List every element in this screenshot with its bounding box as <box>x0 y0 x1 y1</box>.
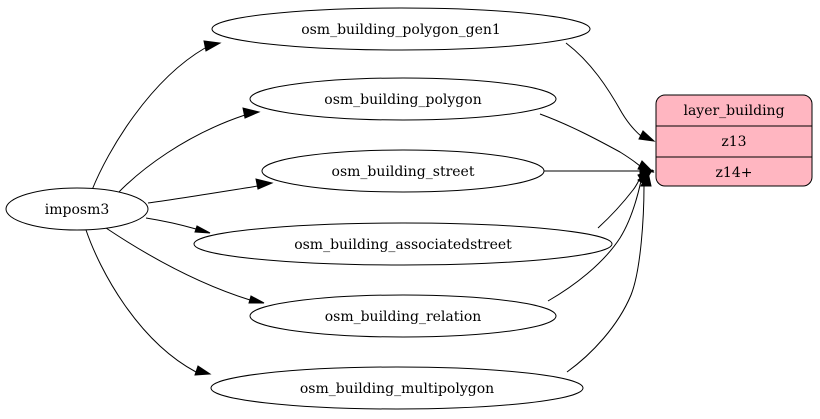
node-label-osm-building-polygon: osm_building_polygon <box>324 92 481 108</box>
record-row-layer-building: layer_building <box>683 103 784 119</box>
edge-osm-building-multipolygon-to-z14plus <box>566 170 652 373</box>
node-label-osm-building-relation: osm_building_relation <box>325 309 482 325</box>
node-label-osm-building-polygon-gen1: osm_building_polygon_gen1 <box>301 22 501 38</box>
node-layer-building-record[interactable]: layer_building z13 z14+ <box>655 94 813 187</box>
edge-imposm3-to-osm-building-relation <box>105 227 265 304</box>
node-osm-building-street[interactable]: osm_building_street <box>261 149 545 193</box>
record-row-z14plus: z14+ <box>716 165 753 181</box>
node-osm-building-polygon-gen1[interactable]: osm_building_polygon_gen1 <box>211 7 591 51</box>
node-group-tables: osm_building_polygon_gen1 osm_building_p… <box>193 7 613 410</box>
edge-group-source-to-tables <box>85 40 274 376</box>
edge-osm-building-polygon-gen1-to-z13 <box>565 42 656 142</box>
edge-imposm3-to-osm-building-polygon-gen1 <box>91 40 222 191</box>
node-osm-building-associatedstreet[interactable]: osm_building_associatedstreet <box>193 222 613 266</box>
record-row-z13: z13 <box>721 134 746 150</box>
node-osm-building-relation[interactable]: osm_building_relation <box>249 294 557 338</box>
node-imposm3[interactable]: imposm3 <box>5 187 149 231</box>
edge-osm-building-street-to-z14plus <box>544 166 655 176</box>
edge-osm-building-polygon-to-z14plus <box>539 113 655 173</box>
node-label-osm-building-associatedstreet: osm_building_associatedstreet <box>294 237 512 253</box>
node-osm-building-polygon[interactable]: osm_building_polygon <box>249 77 557 121</box>
node-label-osm-building-multipolygon: osm_building_multipolygon <box>300 381 494 397</box>
edge-imposm3-to-osm-building-associatedstreet <box>145 217 211 234</box>
edge-imposm3-to-osm-building-street <box>147 178 274 204</box>
edge-imposm3-to-osm-building-multipolygon <box>85 229 212 376</box>
edge-imposm3-to-osm-building-polygon <box>116 107 261 195</box>
record-background <box>655 94 813 187</box>
edge-group-tables-to-layer <box>539 42 656 373</box>
node-osm-building-multipolygon[interactable]: osm_building_multipolygon <box>210 366 584 410</box>
node-label-imposm3: imposm3 <box>45 202 110 218</box>
node-label-osm-building-street: osm_building_street <box>332 164 475 180</box>
